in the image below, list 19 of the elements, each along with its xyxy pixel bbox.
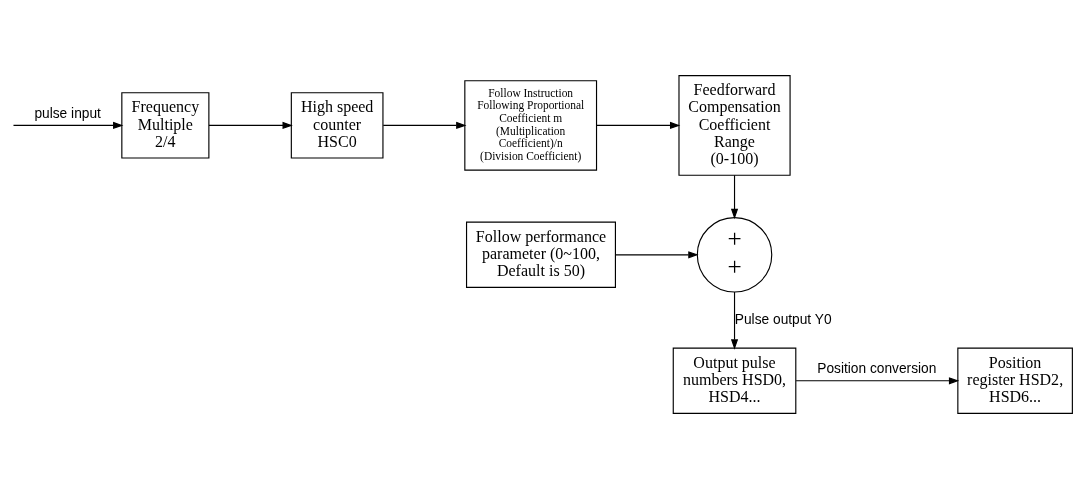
arrow bbox=[730, 174, 739, 219]
node-box: Feedforward Compensation Coefficient Range (0-100) bbox=[678, 74, 791, 176]
node-box: Frequency Multiple 2/4 bbox=[121, 91, 210, 159]
arrow bbox=[12, 121, 124, 129]
arrow bbox=[614, 250, 699, 258]
edge-label: pulse input bbox=[34, 105, 101, 121]
node-box: Position register HSD2, HSD6... bbox=[957, 347, 1073, 414]
arrow bbox=[208, 121, 293, 129]
edge-label: Position conversion bbox=[817, 360, 937, 376]
node-box: Output pulse numbers HSD0, HSD4... bbox=[672, 347, 797, 414]
arrow bbox=[730, 291, 739, 350]
arrow bbox=[382, 121, 467, 129]
edge-label: Pulse output Y0 bbox=[734, 311, 832, 327]
node-circle: + + bbox=[696, 216, 773, 293]
arrow bbox=[596, 121, 681, 129]
node-box: Follow Instruction Following Proportional Coefficient m (Multiplication Coefficient)/n (Division Coefficient) bbox=[464, 79, 598, 171]
node-box: Follow performance parameter (0~100, Default is 50) bbox=[465, 221, 616, 288]
node-box: High speed counter HSC0 bbox=[290, 91, 384, 159]
arrow bbox=[795, 376, 960, 384]
